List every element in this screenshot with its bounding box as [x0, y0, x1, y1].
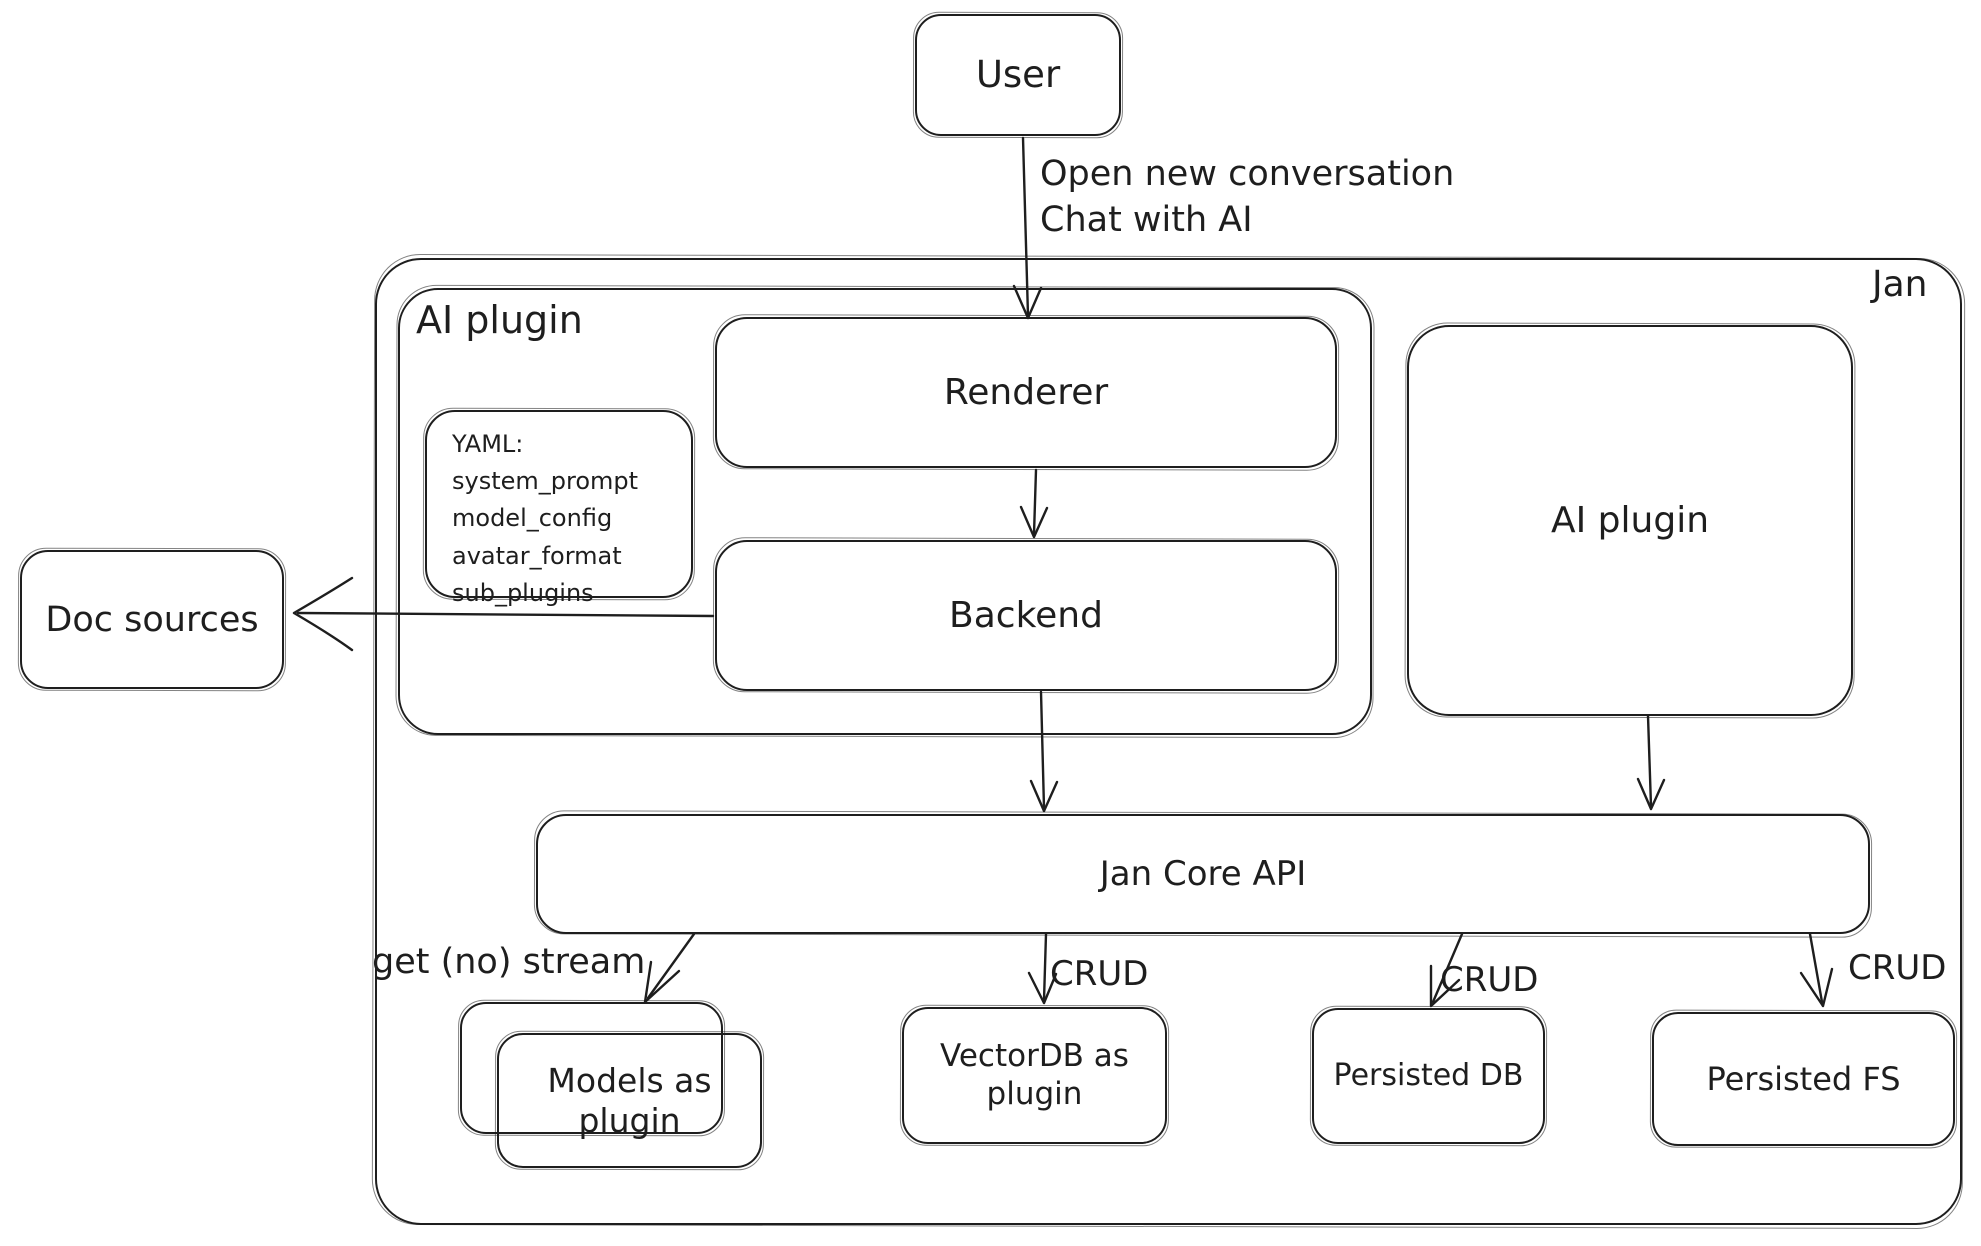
user-label: User: [975, 52, 1061, 96]
crud-persisted-db-edge-label: CRUD: [1440, 960, 1539, 1000]
renderer-label: Renderer: [943, 371, 1109, 413]
user-box: User: [915, 14, 1121, 136]
vectordb-as-plugin-box: VectorDB as plugin: [902, 1007, 1167, 1144]
jan-container: [375, 258, 1962, 1225]
yaml-note-text: YAML: system_prompt model_config avatar_…: [452, 430, 639, 607]
ai-plugin-left-container: [398, 288, 1372, 735]
get-no-stream-edge-label: get (no) stream: [372, 942, 646, 982]
ai-plugin-right-label: AI plugin: [1550, 499, 1710, 541]
models-as-plugin-label: Models as plugin: [547, 1060, 712, 1140]
ai-plugin-right-box: AI plugin: [1407, 325, 1853, 716]
doc-sources-box: Doc sources: [20, 550, 284, 689]
renderer-box: Renderer: [715, 317, 1337, 468]
persisted-fs-box: Persisted FS: [1652, 1012, 1955, 1146]
user-flow-edge-label: Open new conversation Chat with AI: [1040, 154, 1455, 240]
ai-plugin-left-label: AI plugin: [416, 298, 583, 342]
jan-core-api-label: Jan Core API: [1099, 853, 1307, 894]
yaml-note: [425, 410, 693, 598]
doc-sources-label: Doc sources: [45, 599, 259, 640]
crud-persisted-fs-edge-label: CRUD: [1848, 948, 1947, 988]
persisted-fs-label: Persisted FS: [1706, 1059, 1901, 1098]
crud-vectordb-edge-label: CRUD: [1050, 954, 1149, 994]
jan-core-api-box: Jan Core API: [536, 814, 1870, 934]
persisted-db-box: Persisted DB: [1312, 1008, 1545, 1144]
persisted-db-label: Persisted DB: [1333, 1058, 1524, 1093]
vectordb-as-plugin-label: VectorDB as plugin: [940, 1038, 1129, 1112]
jan-container-label: Jan: [1872, 264, 1928, 305]
backend-box: Backend: [715, 540, 1337, 691]
models-as-plugin-box: Models as plugin: [497, 1033, 762, 1168]
backend-label: Backend: [949, 594, 1103, 636]
